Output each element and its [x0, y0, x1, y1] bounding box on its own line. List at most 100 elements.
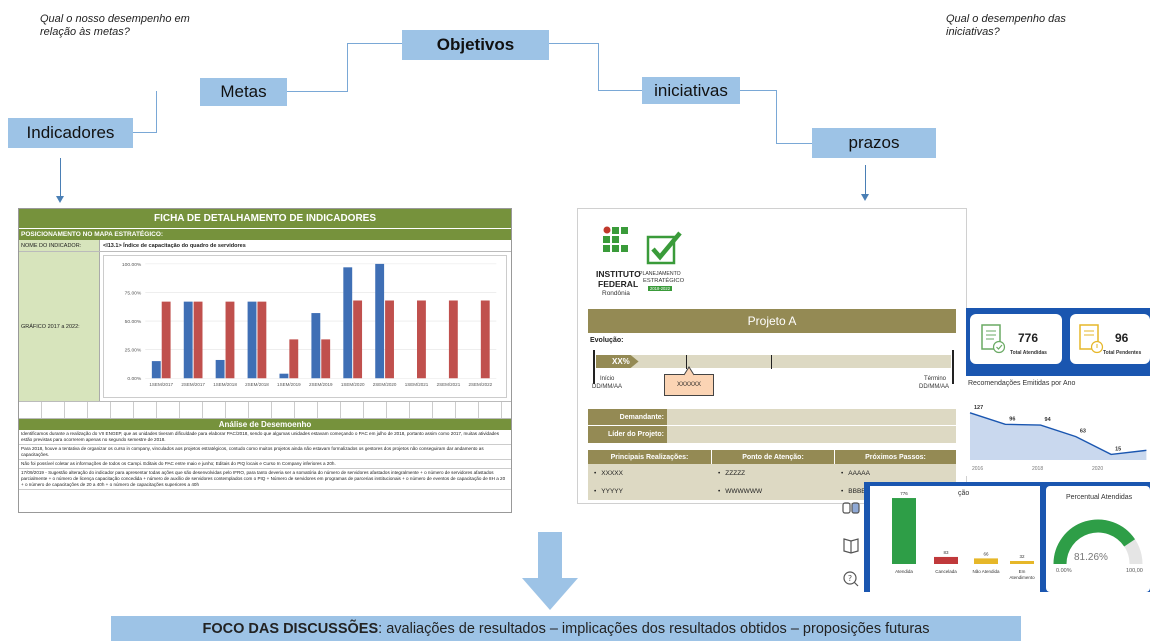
projeto-table-cell-text: WWWWWW [725, 487, 763, 495]
situacao-bar-value: 776 [900, 491, 908, 496]
analise-list: Identificamos durante a realização do VI… [19, 430, 511, 490]
projeto-table-cell-text: AAAAA [848, 469, 870, 477]
percentual-gauge [1053, 519, 1143, 565]
line-data-label: 127 [974, 405, 983, 411]
situacao-bar [974, 558, 998, 564]
line-x-tick-label: 2020 [1092, 466, 1103, 472]
projeto-table-row: •XXXXX•ZZZZZ•AAAAA [588, 464, 956, 482]
gauge-max: 100,00 [1126, 568, 1143, 574]
lider-label: Líder do Projeto: [588, 426, 667, 443]
iniciativas-box: iniciativas [642, 77, 740, 104]
ficha-title: FICHA DE DETALHAMENTO DE INDICADORES [19, 209, 511, 228]
x-tick-label: 2SEM/2021 [437, 382, 461, 387]
inicio-date: DD/MM/AA [592, 384, 622, 390]
gauge-title: Percentual Atendidas [1066, 494, 1133, 501]
y-tick-label: 25.00% [125, 348, 142, 354]
col-ponto-atencao: Ponto de Atenção: [712, 450, 835, 464]
analise-title: Análise de Desemoenho [19, 419, 511, 430]
pe-logo: PLANEJAMENTO ESTRATÉGICO 2018-2022 [639, 231, 691, 301]
current-box: XXXXXX [664, 374, 714, 396]
help-icon: ? [843, 571, 859, 587]
projeto-table-cell: •BBBBBB [841, 487, 875, 495]
lider-value [667, 426, 956, 443]
objetivos-box: Objetivos [402, 30, 549, 60]
projeto-table-cell-text: BBBBBB [848, 487, 875, 495]
prazos-box: prazos [812, 128, 936, 158]
projeto-table-cell-text: ZZZZZ [725, 469, 746, 477]
big-down-arrow [522, 532, 578, 610]
note-metas-question: Qual o nosso desempenho em relação às me… [40, 13, 190, 38]
projeto-table-cell-text: YYYYY [601, 487, 623, 495]
checkmark-icon [646, 231, 682, 265]
gauge-card: Percentual Atendidas 81.26% 0.00% 100,00 [1046, 486, 1150, 592]
projeto-table-cell: •ZZZZZ [718, 469, 746, 477]
inicio-label: Início [600, 376, 615, 382]
indicadores-down-arrow [56, 158, 64, 203]
bar-series-1 [247, 301, 257, 379]
projeto-panel: INSTITUTO FEDERAL Rondônia PLANEJAMENTO … [577, 208, 967, 504]
total-pendentes-label: Total Pendentes [1103, 350, 1142, 356]
bar-series-2 [417, 300, 426, 379]
line-data-label: 15 [1115, 446, 1121, 452]
analise-paragraph: 17/09/2019 - Sugestão alteração do indic… [19, 469, 511, 490]
bar-series-2 [480, 300, 490, 379]
document-pending-icon [1079, 324, 1104, 354]
x-tick-label: 2SEM/2019 [309, 382, 333, 387]
bar-series-1 [183, 301, 193, 379]
gauge-fill [1053, 519, 1136, 565]
book-icon [843, 538, 859, 554]
x-tick-label: 1SEM/2017 [149, 382, 173, 387]
pe-logo-line2: ESTRATÉGICO [643, 278, 685, 284]
bar-series-1 [151, 361, 161, 379]
total-pendentes-value: 96 [1115, 331, 1129, 345]
y-tick-label: 75.00% [125, 290, 142, 296]
situacao-bar [934, 556, 958, 564]
bar-series-2 [193, 301, 203, 379]
situacao-bar-value: 83 [943, 550, 949, 555]
line-data-label: 63 [1080, 429, 1086, 435]
dashboard-panel: 776 Total Atendidas 96 Total Pendentes R… [830, 290, 1150, 592]
situacao-bar-label: Atendimento [1009, 575, 1035, 580]
total-atendidas-label: Total Atendidas [1010, 350, 1047, 356]
line-series [969, 412, 1147, 456]
situacao-bar [1010, 561, 1034, 564]
if-logo-line3: Rondônia [602, 290, 630, 297]
col-proximos-passos: Próximos Passos: [835, 450, 956, 464]
demandante-label: Demandante: [588, 409, 667, 425]
pe-logo-badge: 2018-2022 [648, 286, 673, 291]
x-tick-label: 2SEM/2017 [181, 382, 205, 387]
progress-track: XX% [596, 355, 951, 368]
indicadores-box: Indicadores [8, 118, 133, 148]
situacao-bar-label: Atendida [895, 569, 913, 574]
pe-logo-line1: PLANEJAMENTO [639, 271, 681, 277]
bar-series-1 [375, 263, 385, 379]
bar-series-2 [289, 339, 299, 379]
projeto-table-cell: •XXXXX [594, 469, 623, 477]
gauge-min: 0.00% [1056, 568, 1072, 574]
bar-series-2 [385, 300, 394, 379]
x-tick-label: 2SEM/2018 [245, 382, 269, 387]
ficha-posicionamento: POSICIONAMENTO NO MAPA ESTRATÉGICO: [19, 228, 511, 240]
gauge-value: 81.26% [1074, 552, 1108, 563]
projeto-table-cell: •YYYYY [594, 487, 623, 495]
projeto-table-cell: •WWWWWW [718, 487, 763, 495]
analise-paragraph: Não foi possível coletar as informações … [19, 460, 511, 469]
if-logo-icon [603, 226, 628, 252]
current-pointer [683, 366, 695, 376]
bar-series-1 [279, 373, 289, 379]
y-tick-label: 100.00% [122, 262, 142, 268]
bar-series-2 [161, 301, 171, 379]
foco-text: : avaliações de resultados – implicações… [378, 620, 930, 637]
situacao-bar-label: Cancelada [935, 569, 957, 574]
x-tick-label: 1SEM/2021 [405, 382, 429, 387]
analise-paragraph: Identificamos durante a realização do VI… [19, 430, 511, 445]
projeto-table-row: •YYYYY •WWWWWW •BBBBBB [588, 482, 956, 500]
bar-series-2 [321, 339, 331, 379]
col-realizacoes: Principais Realizações: [588, 450, 712, 464]
card-atendidas: 776 Total Atendidas [970, 314, 1062, 364]
current-box-text: XXXXXX [676, 382, 701, 388]
situacao-bar-label: Não Atendida [972, 569, 1000, 574]
bar-series-1 [215, 359, 225, 379]
